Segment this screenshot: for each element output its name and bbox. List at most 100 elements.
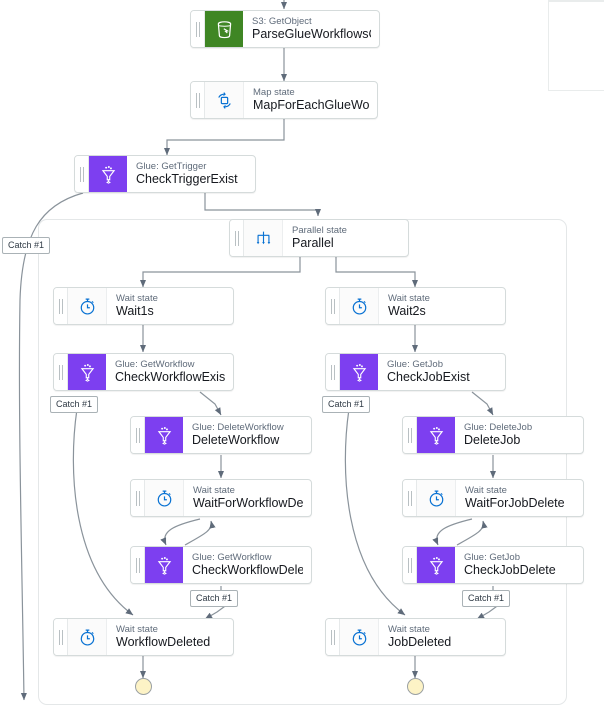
- drag-handle[interactable]: [326, 354, 340, 390]
- glue-funnel-icon: [340, 354, 378, 390]
- catch-label-workflow-exist[interactable]: Catch #1: [50, 396, 99, 413]
- node-labels: Glue: DeleteWorkflow DeleteWorkflow: [183, 417, 311, 453]
- node-service: Wait state: [465, 485, 507, 496]
- drag-handle[interactable]: [403, 547, 417, 583]
- state-node-wait1s[interactable]: Wait state Wait1s: [53, 287, 234, 325]
- state-node-map-for-each-glue-workflow[interactable]: Map state MapForEachGlueWorkflow: [190, 81, 378, 119]
- node-name: JobDeleted: [388, 635, 452, 649]
- node-name: DeleteWorkflow: [192, 433, 280, 447]
- drag-handle[interactable]: [131, 480, 145, 516]
- glue-funnel-icon: [145, 547, 183, 583]
- node-service: Map state: [253, 87, 295, 98]
- node-name: CheckWorkflowExist: [115, 370, 225, 384]
- catch-label-job-delete[interactable]: Catch #1: [462, 590, 511, 607]
- stopwatch-icon: [145, 480, 184, 516]
- top-frame-rule: [548, 0, 604, 2]
- drag-handle[interactable]: [54, 354, 68, 390]
- node-labels: Wait state WaitForWorkflowDelete: [184, 480, 311, 516]
- node-service: Glue: GetWorkflow: [115, 359, 195, 370]
- node-name: CheckTriggerExist: [136, 172, 238, 186]
- state-node-wait-for-workflow-delete[interactable]: Wait state WaitForWorkflowDelete: [130, 479, 312, 517]
- node-service: Wait state: [116, 624, 158, 635]
- drag-handle[interactable]: [54, 288, 68, 324]
- node-name: WaitForWorkflowDelete: [193, 496, 303, 510]
- node-name: CheckJobDelete: [464, 563, 556, 577]
- node-service: Wait state: [116, 293, 158, 304]
- node-labels: Wait state Wait2s: [379, 288, 505, 324]
- end-state-circle-job: [407, 678, 424, 695]
- state-node-check-trigger-exist[interactable]: Glue: GetTrigger CheckTriggerExist: [74, 155, 256, 193]
- s3-bucket-icon: [205, 11, 243, 47]
- node-labels: Glue: GetJob CheckJobExist: [378, 354, 505, 390]
- node-service: Glue: GetJob: [387, 359, 443, 370]
- drag-handle[interactable]: [326, 288, 340, 324]
- drag-handle[interactable]: [191, 11, 205, 47]
- glue-funnel-icon: [89, 156, 127, 192]
- node-service: Wait state: [388, 293, 430, 304]
- state-node-check-job-delete[interactable]: Glue: GetJob CheckJobDelete: [402, 546, 584, 584]
- catch-label-workflow-delete[interactable]: Catch #1: [190, 590, 239, 607]
- map-state-icon: [205, 82, 244, 118]
- state-node-job-deleted[interactable]: Wait state JobDeleted: [325, 618, 506, 656]
- stopwatch-icon: [417, 480, 456, 516]
- state-node-parse-glue-workflows-config[interactable]: S3: GetObject ParseGlueWorkflowsConfig: [190, 10, 380, 48]
- end-state-circle-workflow: [135, 678, 152, 695]
- drag-handle[interactable]: [75, 156, 89, 192]
- drag-handle[interactable]: [191, 82, 205, 118]
- state-node-check-workflow-exist[interactable]: Glue: GetWorkflow CheckWorkflowExist: [53, 353, 234, 391]
- state-node-wait2s[interactable]: Wait state Wait2s: [325, 287, 506, 325]
- glue-funnel-icon: [68, 354, 106, 390]
- drag-handle[interactable]: [326, 619, 340, 655]
- right-frame-rule-lower: [548, 90, 604, 91]
- state-node-delete-workflow[interactable]: Glue: DeleteWorkflow DeleteWorkflow: [130, 416, 312, 454]
- glue-funnel-icon: [145, 417, 183, 453]
- stopwatch-icon: [68, 619, 107, 655]
- node-labels: Wait state JobDeleted: [379, 619, 505, 655]
- node-name: Wait1s: [116, 304, 154, 318]
- node-name: WorkflowDeleted: [116, 635, 211, 649]
- drag-handle[interactable]: [131, 547, 145, 583]
- node-name: Parallel: [292, 236, 334, 250]
- node-labels: Glue: DeleteJob DeleteJob: [455, 417, 583, 453]
- node-labels: Glue: GetJob CheckJobDelete: [455, 547, 583, 583]
- state-node-parallel[interactable]: Parallel state Parallel: [229, 219, 409, 257]
- node-name: DeleteJob: [464, 433, 521, 447]
- node-labels: Map state MapForEachGlueWorkflow: [244, 82, 377, 118]
- node-service: Wait state: [193, 485, 235, 496]
- drag-handle[interactable]: [54, 619, 68, 655]
- drag-handle[interactable]: [131, 417, 145, 453]
- state-node-wait-for-job-delete[interactable]: Wait state WaitForJobDelete: [402, 479, 584, 517]
- node-service: Glue: DeleteJob: [464, 422, 533, 433]
- stopwatch-icon: [68, 288, 107, 324]
- drag-handle[interactable]: [403, 417, 417, 453]
- node-labels: S3: GetObject ParseGlueWorkflowsConfig: [243, 11, 379, 47]
- drag-handle[interactable]: [230, 220, 244, 256]
- state-node-workflow-deleted[interactable]: Wait state WorkflowDeleted: [53, 618, 234, 656]
- node-name: Wait2s: [388, 304, 426, 318]
- node-labels: Glue: GetWorkflow CheckWorkflowExist: [106, 354, 233, 390]
- catch-label-job-exist[interactable]: Catch #1: [322, 396, 371, 413]
- node-labels: Glue: GetTrigger CheckTriggerExist: [127, 156, 255, 192]
- node-labels: Wait state Wait1s: [107, 288, 233, 324]
- node-labels: Parallel state Parallel: [283, 220, 408, 256]
- node-labels: Wait state WaitForJobDelete: [456, 480, 583, 516]
- node-labels: Wait state WorkflowDeleted: [107, 619, 233, 655]
- node-service: Glue: GetJob: [464, 552, 520, 563]
- drag-handle[interactable]: [403, 480, 417, 516]
- catch-label-trigger[interactable]: Catch #1: [2, 237, 51, 254]
- node-service: S3: GetObject: [252, 16, 312, 27]
- node-service: Glue: GetTrigger: [136, 161, 207, 172]
- state-node-check-job-exist[interactable]: Glue: GetJob CheckJobExist: [325, 353, 506, 391]
- state-node-delete-job[interactable]: Glue: DeleteJob DeleteJob: [402, 416, 584, 454]
- node-service: Parallel state: [292, 225, 347, 236]
- stopwatch-icon: [340, 619, 379, 655]
- parallel-state-icon: [244, 220, 283, 256]
- node-service: Glue: DeleteWorkflow: [192, 422, 284, 433]
- node-name: CheckJobExist: [387, 370, 470, 384]
- glue-funnel-icon: [417, 547, 455, 583]
- stopwatch-icon: [340, 288, 379, 324]
- state-node-check-workflow-delete[interactable]: Glue: GetWorkflow CheckWorkflowDelete: [130, 546, 312, 584]
- node-name: CheckWorkflowDelete: [192, 563, 303, 577]
- glue-funnel-icon: [417, 417, 455, 453]
